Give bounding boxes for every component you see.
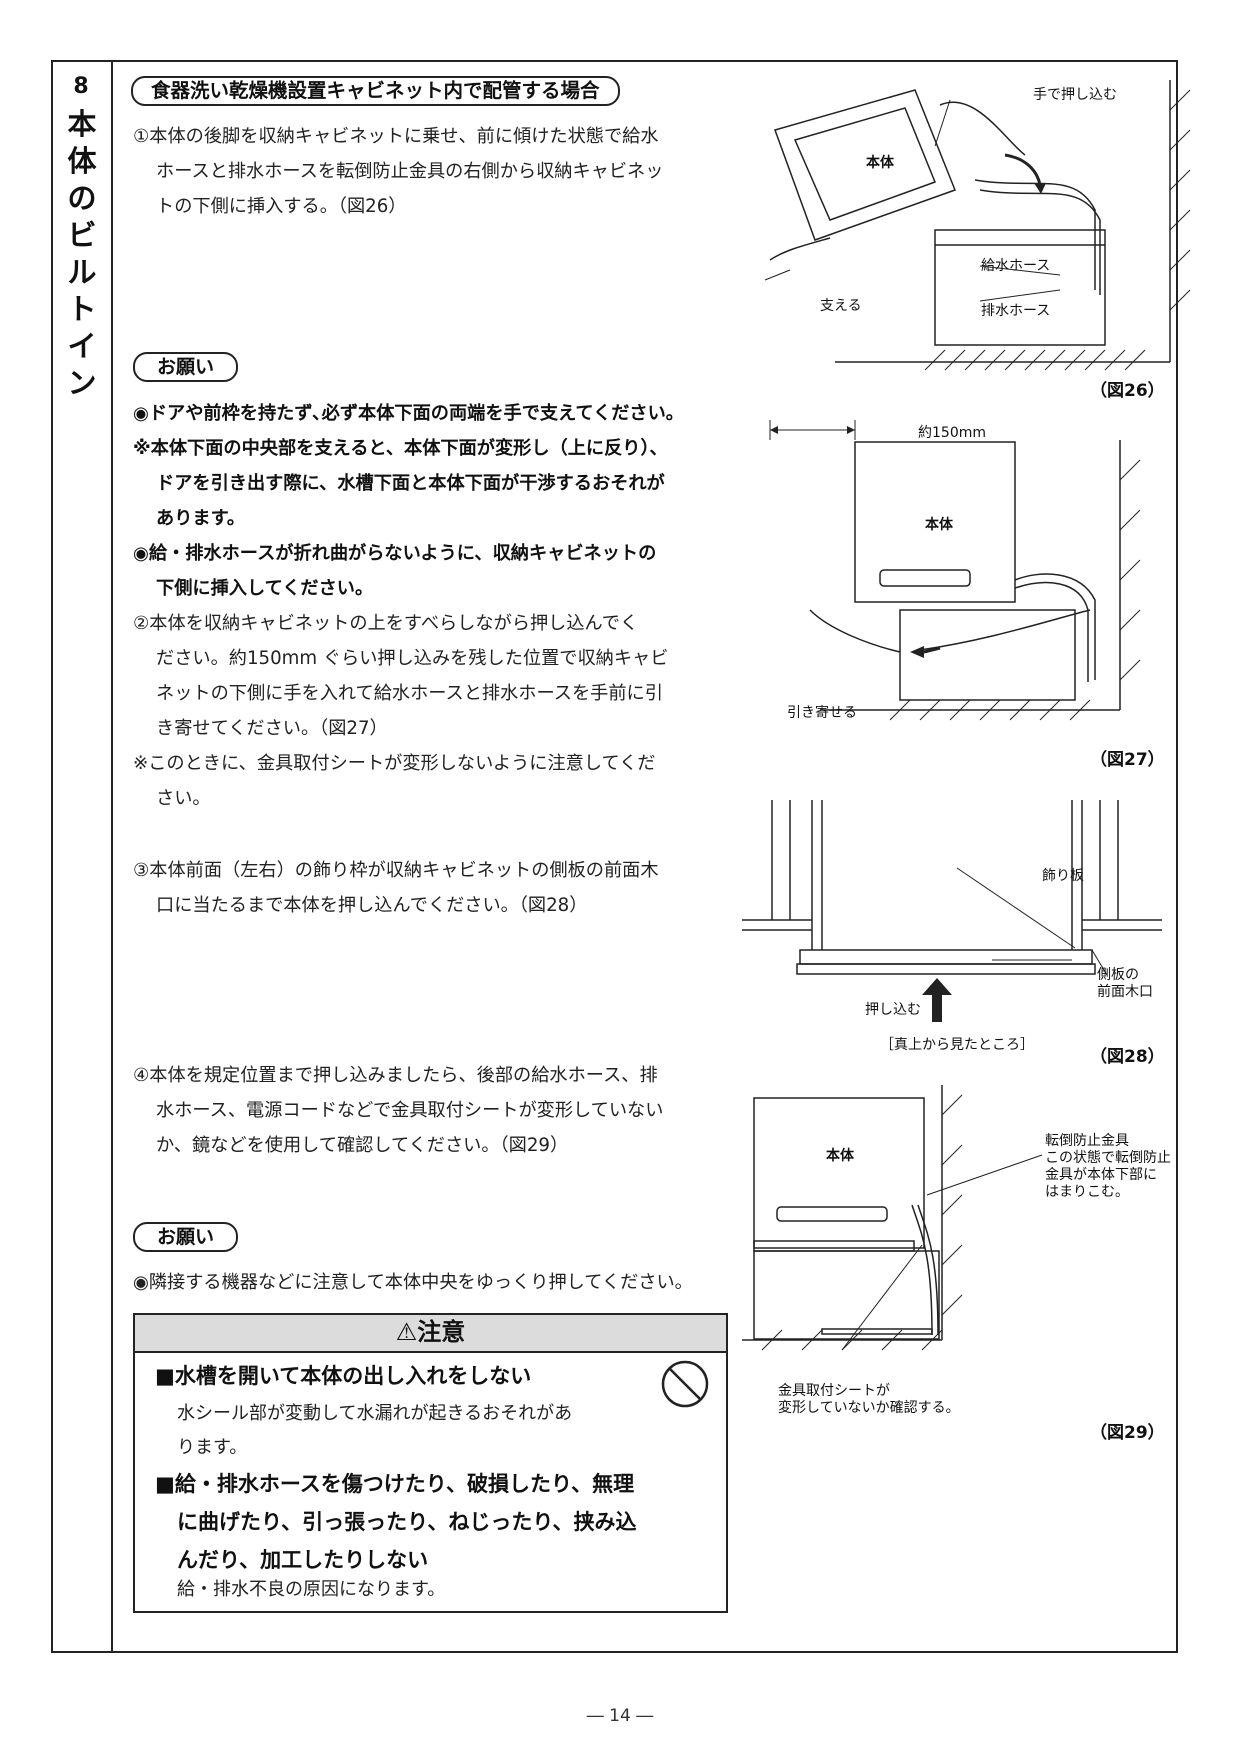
fig29-bracket-line: はまりこむ。	[1045, 1184, 1129, 1200]
step-3-line: ③本体前面（左右）の飾り枠が収納キャビネットの側板の前面木	[133, 860, 659, 881]
fig29-caption: （図29）	[1090, 1423, 1165, 1443]
fig27-dim-label: 約150mm	[918, 425, 986, 441]
fig26-drain-label: 排水ホース	[981, 303, 1051, 319]
figure-26-illustration	[764, 80, 1191, 371]
fig29-bracket-label: 転倒防止金具 この状態で転倒防止 金具が本体下部に はまりこむ。	[1045, 1133, 1171, 1201]
request-note-line: ※本体下面の中央部を支えると、本体下面が変形し（上に反り）、	[133, 438, 668, 459]
figure-28-illustration	[742, 800, 1162, 1022]
request-1-bullets: ◉ドアや前枠を持たず､必ず本体下面の両端を手で支えてください。 ※本体下面の中央…	[133, 396, 753, 606]
fig28-caption: （図28）	[1090, 1047, 1165, 1067]
fig29-bracket-line: 転倒防止金具	[1045, 1133, 1129, 1149]
subsection-heading: 食器洗い乾燥機設置キャビネット内で配管する場合	[131, 76, 620, 106]
figure-29-illustration	[742, 1085, 1043, 1351]
step-4-line: ④本体を規定位置まで押し込みましたら、後部の給水ホース、排	[133, 1065, 658, 1086]
page-frame	[51, 60, 1178, 1653]
step-1-line: ①本体の後脚を収納キャビネットに乗せ、前に傾けた状態で給水	[133, 126, 659, 147]
step-2: ②本体を収納キャビネットの上をすべらしながら押し込んでく ださい。約150mm …	[133, 606, 748, 816]
request-label: お願い	[133, 352, 239, 382]
caution-desc-2: 給・排水不良の原因になります。	[177, 1579, 446, 1600]
fig26-support-label: 支える	[820, 298, 862, 314]
request-bullet: ◉給・排水ホースが折れ曲がらないように、収納キャビネットの	[133, 543, 657, 564]
request-note-line: ドアを引き出す際に、水槽下面と本体下面が干渉するおそれが	[156, 473, 665, 494]
section-number: 8	[73, 74, 89, 99]
step-2-line: ださい。約150mm ぐらい押し込みを残した位置で収納キャビ	[156, 648, 669, 669]
fig26-body-label: 本体	[866, 155, 894, 171]
page-number: ― 14 ―	[586, 1706, 654, 1726]
figure-27-illustration	[769, 420, 1141, 721]
fig29-body-label: 本体	[826, 1148, 854, 1164]
request-bullet: ◉ドアや前枠を持たず､必ず本体下面の両端を手で支えてください。	[133, 403, 684, 424]
fig26-supply-label: 給水ホース	[981, 258, 1051, 274]
request-bullet-line: 下側に挿入してください。	[156, 578, 374, 599]
step-1: ①本体の後脚を収納キャビネットに乗せ、前に傾けた状態で給水 ホースと排水ホースを…	[133, 119, 748, 224]
step-1-line: トの下側に挿入する。（図26）	[156, 196, 407, 217]
note-2-line: さい。	[156, 788, 211, 809]
step-3: ③本体前面（左右）の飾り枠が収納キャビネットの側板の前面木 口に当たるまで本体を…	[133, 853, 748, 923]
fig27-caption: （図27）	[1090, 750, 1165, 770]
fig26-push-label: 手で押し込む	[1033, 87, 1117, 103]
caution-item-2: ■給・排水ホースを傷つけたり、破損したり、無理 に曲げたり、引っ張ったり、ねじっ…	[155, 1465, 715, 1579]
step-2-line: き寄せてください。（図27）	[156, 718, 388, 739]
step-3-line: 口に当たるまで本体を押し込んでください。（図28）	[156, 895, 588, 916]
section-sidebar: 8 本体のビルトイン	[51, 60, 113, 1653]
fig29-sheet-line: 金具取付シートが	[778, 1383, 890, 1399]
fig28-push-label: 押し込む	[865, 1002, 921, 1018]
caution-desc-1: 水シール部が変動して水漏れが起きるおそれがあ ります。	[177, 1397, 572, 1465]
fig26-caption: （図26）	[1090, 381, 1165, 401]
step-1-line: ホースと排水ホースを転倒防止金具の右側から収納キャビネッ	[156, 161, 664, 182]
fig28-view-label: ［真上から見たところ］	[880, 1037, 1034, 1053]
caution-box: ⚠注意 ■水槽を開いて本体の出し入れをしない 水シール部が変動して水漏れが起きる…	[133, 1313, 728, 1613]
fig29-sheet-label: 金具取付シートが 変形していないか確認する。	[778, 1383, 960, 1417]
section-title: 本体のビルトイン	[67, 107, 97, 400]
step-2-line: ネットの下側に手を入れて給水ホースと排水ホースを手前に引	[156, 683, 663, 704]
prohibition-icon	[661, 1360, 709, 1408]
step-2-line: ②本体を収納キャビネットの上をすべらしながら押し込んでく	[133, 613, 639, 634]
fig28-side-label: 側板の 前面木口	[1097, 967, 1153, 1001]
caution-item-line: に曲げたり、引っ張ったり、ねじったり、挟み込	[177, 1510, 637, 1534]
fig28-side-line: 前面木口	[1097, 984, 1153, 1000]
request-label: お願い	[133, 1222, 239, 1252]
fig27-body-label: 本体	[925, 517, 953, 533]
request-2-bullet: ◉隣接する機器などに注意して本体中央をゆっくり押してください。	[133, 1272, 693, 1293]
caution-item-1: ■水槽を開いて本体の出し入れをしない	[155, 1364, 532, 1388]
fig29-bracket-line: 金具が本体下部に	[1045, 1167, 1157, 1183]
fig27-pull-label: 引き寄せる	[787, 705, 857, 721]
caution-item-line: んだり、加工したりしない	[177, 1548, 429, 1572]
fig29-bracket-line: この状態で転倒防止	[1045, 1150, 1171, 1166]
fig29-sheet-line: 変形していないか確認する。	[778, 1400, 960, 1416]
step-4-line: 水ホース、電源コードなどで金具取付シートが変形していない	[156, 1100, 664, 1121]
caution-title: ⚠注意	[135, 1315, 726, 1353]
caution-desc-line: 水シール部が変動して水漏れが起きるおそれがあ	[177, 1403, 573, 1424]
step-4: ④本体を規定位置まで押し込みましたら、後部の給水ホース、排 水ホース、電源コード…	[133, 1058, 748, 1163]
fig28-trim-label: 飾り板	[1042, 868, 1084, 884]
note-2-line: ※このときに、金具取付シートが変形しないように注意してくだ	[133, 753, 656, 774]
caution-desc-line: ります。	[177, 1437, 248, 1458]
caution-item-line: ■給・排水ホースを傷つけたり、破損したり、無理	[155, 1472, 635, 1496]
step-4-line: か、鏡などを使用して確認してください。（図29）	[156, 1135, 569, 1156]
fig28-side-line: 側板の	[1097, 967, 1139, 983]
request-note-line: あります。	[156, 508, 246, 529]
